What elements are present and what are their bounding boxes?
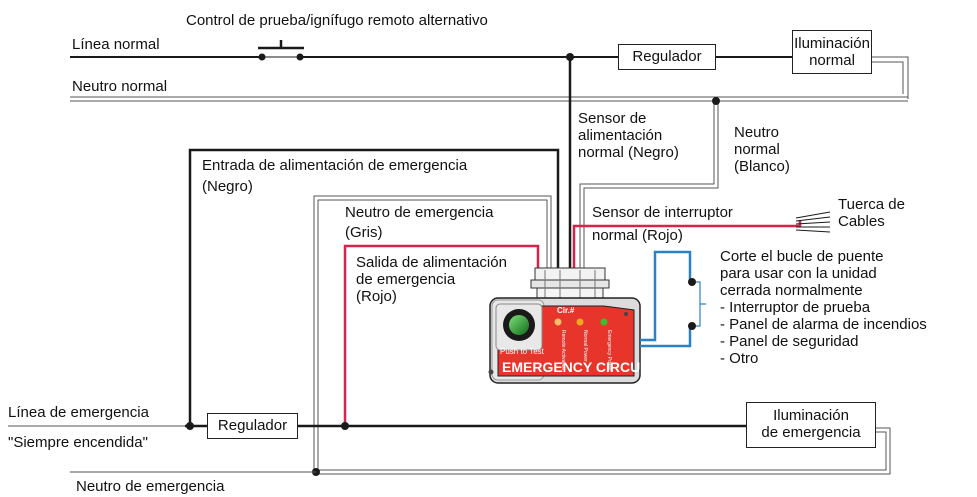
wire-nut-label: Tuerca de Cables bbox=[838, 196, 905, 230]
loop-bracket bbox=[696, 281, 706, 327]
regulator-bottom-label: Regulador bbox=[217, 417, 288, 434]
always-on-label: "Siempre encendida" bbox=[8, 434, 148, 451]
emergency-lighting-label-2: de emergencia bbox=[761, 424, 861, 441]
emergency-input-label: Entrada de alimentación de emergencia (N… bbox=[202, 157, 468, 195]
wire-nut-icon bbox=[795, 211, 831, 233]
emergency-output-label: Salida de alimentación de emergencia (Ro… bbox=[356, 254, 507, 305]
emergency-circuit-device: Push to Test Cir.# EMERGENCY CIRCUIT Rem… bbox=[488, 297, 653, 384]
device-title: EMERGENCY CIRCUIT bbox=[502, 359, 653, 375]
normal-neutral-wire bbox=[70, 96, 908, 102]
emergency-power-led bbox=[600, 318, 608, 326]
screw-icon bbox=[488, 369, 494, 375]
normal-line-label: Línea normal bbox=[72, 36, 160, 53]
normal-sensor-label: Sensor de alimentación normal (Negro) bbox=[578, 110, 679, 161]
emergency-output-red-wire bbox=[343, 244, 540, 426]
remote-switch-icon bbox=[258, 40, 304, 61]
push-to-test-label: Push to Test bbox=[500, 347, 545, 356]
emergency-input-wire bbox=[188, 148, 560, 426]
emergency-neutral-gray-wire bbox=[313, 195, 552, 474]
switch-sensor-label: Sensor de interruptor normal (Rojo) bbox=[592, 204, 733, 244]
normal-lighting-box: Iluminación normal bbox=[792, 30, 872, 74]
emergency-line-label: Línea de emergencia bbox=[8, 404, 149, 421]
jumper-loop-note: Corte el bucle de puente para usar con l… bbox=[720, 248, 927, 367]
normal-neutral-label: Neutro normal bbox=[72, 78, 168, 95]
regulator-top-label: Regulador bbox=[632, 48, 702, 65]
jumper-loop-wire bbox=[640, 250, 692, 348]
screw-icon bbox=[624, 312, 628, 316]
emergency-lighting-label-1: Iluminación bbox=[773, 407, 849, 424]
junction-dot bbox=[712, 97, 720, 105]
emergency-lighting-return-wire bbox=[314, 427, 891, 475]
led-label-emergency: Emergency Power bbox=[606, 330, 612, 371]
loop-cut-points bbox=[688, 278, 696, 330]
normal-lighting-label-2: normal bbox=[809, 52, 855, 69]
regulator-bottom-box: Regulador bbox=[207, 413, 298, 439]
normal-power-led bbox=[576, 318, 584, 326]
regulator-top-box: Regulador bbox=[618, 44, 716, 70]
junction-dot bbox=[566, 53, 574, 61]
remote-control-label: Control de prueba/ignífugo remoto altern… bbox=[186, 12, 488, 29]
emergency-neutral-gray-label: Neutro de emergencia (Gris) bbox=[345, 204, 494, 241]
led-label-remote: Remote Activation bbox=[560, 330, 566, 371]
normal-lighting-return-wire bbox=[872, 56, 909, 99]
circuit-number-label: Cir.# bbox=[557, 306, 575, 315]
device-collar bbox=[530, 267, 610, 301]
switch-sensor-red-wire bbox=[572, 220, 802, 268]
neutral-white-label: Neutro normal (Blanco) bbox=[734, 124, 790, 175]
normal-lighting-label-1: Iluminación bbox=[794, 35, 870, 52]
remote-activation-led bbox=[554, 318, 562, 326]
emergency-lighting-box: Iluminación de emergencia bbox=[746, 402, 876, 448]
emergency-neutral-label: Neutro de emergencia bbox=[76, 478, 225, 495]
led-label-normal: Normal Power bbox=[582, 330, 588, 362]
